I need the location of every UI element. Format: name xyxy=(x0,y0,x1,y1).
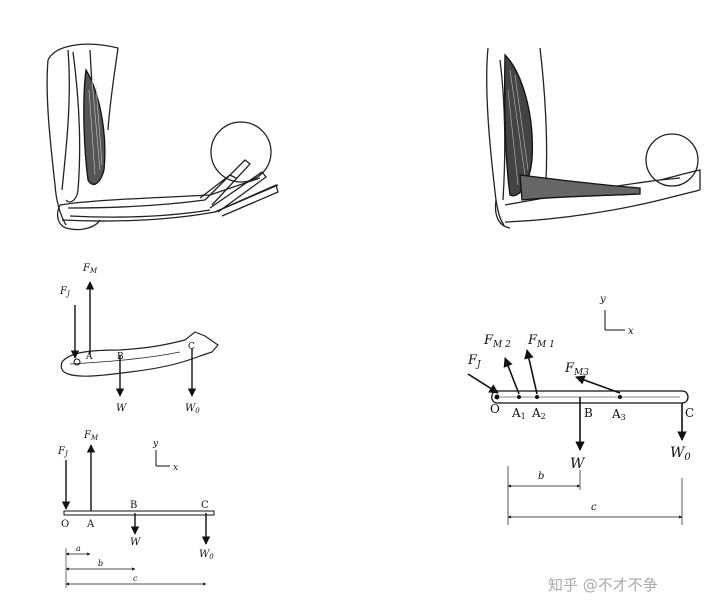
point-o: O xyxy=(61,519,69,530)
watermark: 知乎 @不才不争 xyxy=(548,576,658,594)
label-fm2: FM 2 xyxy=(483,333,511,350)
label-fm1: FM 1 xyxy=(527,333,555,350)
point-b: B xyxy=(117,352,124,362)
axis-y: y xyxy=(152,439,159,449)
ball xyxy=(645,133,699,187)
axis-x: x xyxy=(173,463,178,473)
dim-c: c xyxy=(591,502,597,513)
arm-illustration-right xyxy=(486,47,701,229)
label-fm3: FM3 xyxy=(564,361,589,378)
label-fj: FJ xyxy=(467,353,482,370)
point-b: B xyxy=(584,406,593,420)
label-fm: FM xyxy=(83,430,99,442)
point-c: C xyxy=(188,342,195,352)
ball xyxy=(210,121,272,183)
dim-b: b xyxy=(98,559,103,568)
point-b: B xyxy=(130,500,137,511)
arm-illustration-left xyxy=(46,43,279,231)
point-o: O xyxy=(490,402,500,416)
biceps-muscle xyxy=(83,68,106,185)
label-w: W xyxy=(570,456,586,472)
biceps-brachialis-muscle xyxy=(504,53,534,197)
label-w0: W0 xyxy=(185,403,200,415)
label-w0: W0 xyxy=(199,549,214,561)
label-w: W xyxy=(116,403,127,414)
point-c: C xyxy=(201,500,209,511)
point-a3: A3 xyxy=(611,407,626,422)
point-a2: A2 xyxy=(531,406,546,421)
beam-model-right: y x FJ FM 2 FM 1 FM3 O A1 A2 B A3 C W W0… xyxy=(467,294,694,525)
dim-c: c xyxy=(133,574,138,583)
point-a: A xyxy=(86,519,95,530)
label-fj: FJ xyxy=(59,286,71,298)
label-w0: W0 xyxy=(670,445,691,463)
label-fm: FM xyxy=(82,263,98,275)
point-c: C xyxy=(685,406,694,420)
label-fj: FJ xyxy=(57,446,69,458)
beam-model-left: FM FJ y x O A B C W W0 a b c xyxy=(57,430,215,588)
forearm-force-diagram: FM FJ A B C W W0 xyxy=(59,263,219,415)
dim-b: b xyxy=(538,471,544,482)
dim-a: a xyxy=(76,544,81,553)
label-w: W xyxy=(130,537,141,548)
axis-x: x xyxy=(628,326,634,337)
point-a1: A1 xyxy=(511,406,526,421)
point-a: A xyxy=(85,352,93,362)
axis-y: y xyxy=(599,294,606,305)
